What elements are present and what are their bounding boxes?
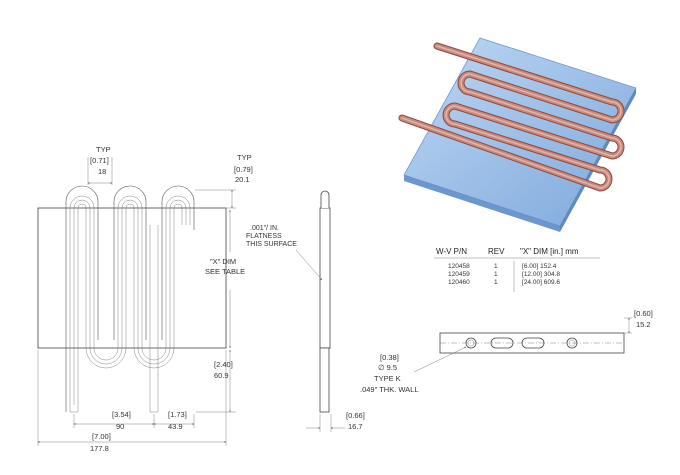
section-height-inch: [0.60]	[634, 309, 653, 318]
leg-mm: 43.9	[168, 422, 183, 431]
table-row-2-rev: 1	[494, 271, 498, 278]
flatness-line1: .001"/ IN.	[250, 225, 279, 232]
x-dim-see-table: SEE TABLE	[205, 267, 245, 276]
lower-right-inch: [2.40]	[214, 360, 233, 369]
table-row-2-xdim: [12.00] 304.8	[522, 271, 560, 278]
table-row-3-rev: 1	[494, 279, 498, 286]
typ-top-label: TYP	[96, 145, 111, 154]
isometric-view	[398, 37, 637, 232]
table-row-1-rev: 1	[494, 263, 498, 270]
span-mm: 90	[116, 422, 124, 431]
table-row-3-pn: 120460	[448, 279, 470, 286]
width-inch: [7.00]	[92, 432, 111, 441]
section-height-mm: 15.2	[636, 320, 651, 329]
flatness-line3: THIS SURFACE	[246, 241, 297, 248]
typ-right-label: TYP	[237, 153, 252, 162]
typ-top-mm: 18	[98, 167, 106, 176]
table-row-3-xdim: [24.00] 609.6	[522, 279, 560, 286]
thk-inch: [0.66]	[346, 411, 365, 420]
span-inch: [3.54]	[112, 410, 131, 419]
flatness-line2: FLATNESS	[246, 233, 282, 240]
table-header-xdim: "X" DIM [in.] mm	[520, 247, 579, 256]
tube-type: TYPE K	[374, 374, 401, 383]
x-dim-label: "X" DIM	[210, 257, 236, 266]
leg-inch: [1.73]	[168, 410, 187, 419]
typ-top-inch: [0.71]	[90, 156, 109, 165]
tube-wall: .049" THK. WALL	[360, 385, 419, 394]
tube-mm: ∅ 9.5	[378, 363, 397, 372]
table-row-2-pn: 120459	[448, 271, 470, 278]
table-row-1-pn: 120458	[448, 263, 470, 270]
typ-right-inch: [0.79]	[234, 165, 253, 174]
width-mm: 177.8	[90, 444, 109, 453]
section-view: [0.60] 15.2 [0.38] ∅ 9.5 TYPE K .049" TH…	[360, 309, 653, 394]
part-table: W-V P/N REV "X" DIM [in.] mm 120458 1 [6…	[434, 247, 600, 292]
table-header-rev: REV	[488, 247, 505, 256]
typ-right-mm: 20.1	[235, 175, 250, 184]
tube-inch: [0.38]	[380, 353, 399, 362]
table-row-1-xdim: [6.00] 152.4	[522, 263, 557, 270]
side-view: .001"/ IN. FLATNESS THIS SURFACE [0.66] …	[246, 190, 365, 432]
front-dimensions: TYP [0.71] 18 TYP [0.79] 20.1 "X" DIM SE…	[37, 145, 253, 453]
table-header-pn: W-V P/N	[436, 247, 467, 256]
copper-tube	[398, 42, 625, 192]
lower-right-mm: 60.9	[214, 371, 229, 380]
thk-mm: 16.7	[348, 422, 363, 431]
front-view	[37, 185, 227, 413]
